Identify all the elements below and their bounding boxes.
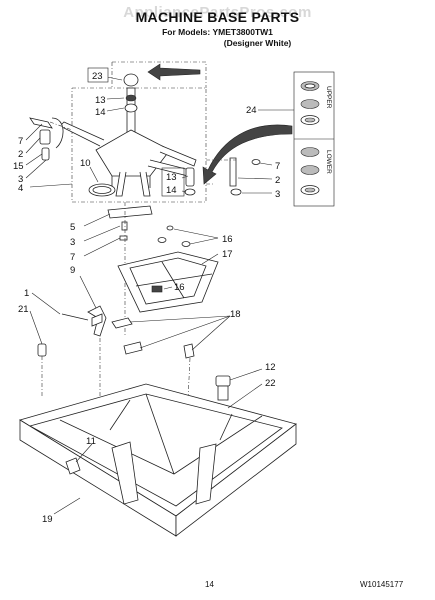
callout-5: 5 [70,222,75,233]
callout-23: 23 [92,71,103,82]
callout-13: 13 [95,95,106,106]
callout-21: 21 [18,304,29,315]
left-mount-parts [29,117,73,161]
callout-10: 10 [80,158,91,169]
callout-3: 3 [275,189,280,200]
page-number: 14 [205,580,214,589]
callout-3: 3 [70,237,75,248]
callout-12: 12 [265,362,276,373]
callout-16: 16 [222,234,233,245]
finish-line: (Designer White) [223,38,292,48]
callout-16: 16 [174,282,185,293]
callout-15: 15 [13,161,24,172]
callout-18: 18 [230,309,241,320]
model-line: For Models: YMET3800TW1 [162,27,273,37]
callout-4: 4 [18,183,23,194]
bearing-kit-box [293,71,335,207]
callout-3: 3 [18,174,23,185]
callout-7: 7 [70,252,75,263]
callout-9: 9 [70,265,75,276]
callout-7: 7 [275,161,280,172]
curved-arrow-icon [202,124,293,185]
callout-numbers: 23 13 14 7 2 15 3 4 10 24 7 2 13 14 3 5 … [13,67,280,525]
callout-2: 2 [18,149,23,160]
leader-lines [25,76,294,515]
callout-24: 24 [246,105,257,116]
transmission-assembly [59,61,207,203]
leg-parts [37,305,107,398]
kit-label-upper: UPPER [325,86,332,109]
arrow-indicator-icon [147,63,201,81]
right-mount-parts [184,157,261,196]
callout-14: 14 [95,107,106,118]
callout-2: 2 [275,175,280,186]
tub-support-frame [117,225,219,313]
callout-14: 14 [166,185,177,196]
callout-7: 7 [18,136,23,147]
callout-1: 1 [24,288,29,299]
callout-17: 17 [222,249,233,260]
callout-19: 19 [42,514,53,525]
watermark: AppliancePartsPros.com [123,4,312,21]
page-title: MACHINE BASE PARTS [135,9,300,25]
callout-22: 22 [265,378,276,389]
callout-11: 11 [86,436,96,447]
machine-base-frame [19,383,297,537]
kit-label-lower: LOWER [325,150,332,174]
document-number: W10145177 [360,580,404,589]
foot-pads [111,317,195,401]
callout-13: 13 [166,172,177,183]
